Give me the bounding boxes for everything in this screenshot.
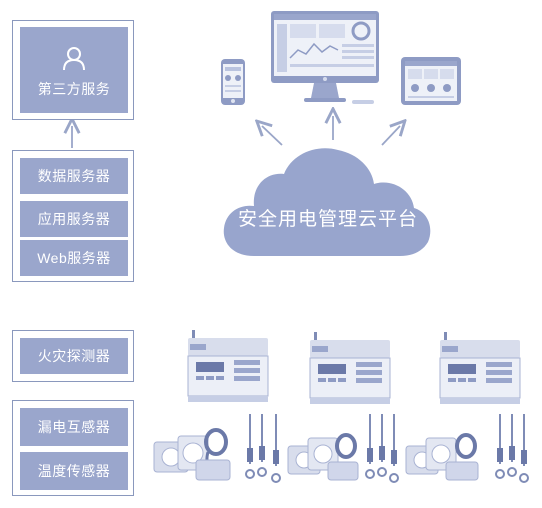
arrow-to-phone: [262, 126, 283, 146]
fire-detector-panel: 火灾探测器: [20, 338, 128, 374]
app-server-panel: 应用服务器: [20, 201, 128, 237]
temperature-sensor-label: 温度传感器: [37, 463, 111, 479]
temperature-sensor-panel: 温度传感器: [20, 452, 128, 490]
sensor-group-2: [287, 414, 399, 483]
fire-detector-device-3: [439, 332, 521, 404]
desktop-monitor-icon: [271, 11, 379, 104]
third-party-label: 第三方服务: [37, 81, 111, 97]
data-server-label: 数据服务器: [37, 168, 111, 184]
user-icon: [63, 47, 85, 71]
cloud-shape: [223, 148, 431, 256]
arrow-to-tablet: [381, 126, 400, 146]
web-server-label: Web服务器: [37, 250, 111, 266]
leakage-transformer-panel: 漏电互感器: [20, 408, 128, 446]
cloud-label: 安全用电管理云平台: [237, 209, 418, 230]
sensor-group-1: [153, 414, 281, 483]
web-server-panel: Web服务器: [20, 240, 128, 276]
data-server-panel: 数据服务器: [20, 158, 128, 194]
fire-detector-label: 火灾探测器: [37, 348, 111, 364]
sensor-group-3: [405, 414, 529, 483]
third-party-panel: 第三方服务: [20, 27, 128, 113]
phone-icon: [221, 59, 245, 105]
leakage-transformer-label: 漏电互感器: [37, 419, 111, 435]
fire-detector-device-2: [309, 332, 391, 404]
tablet-icon: [401, 57, 461, 105]
fire-detector-device-1: [187, 330, 269, 402]
app-server-label: 应用服务器: [37, 211, 111, 227]
